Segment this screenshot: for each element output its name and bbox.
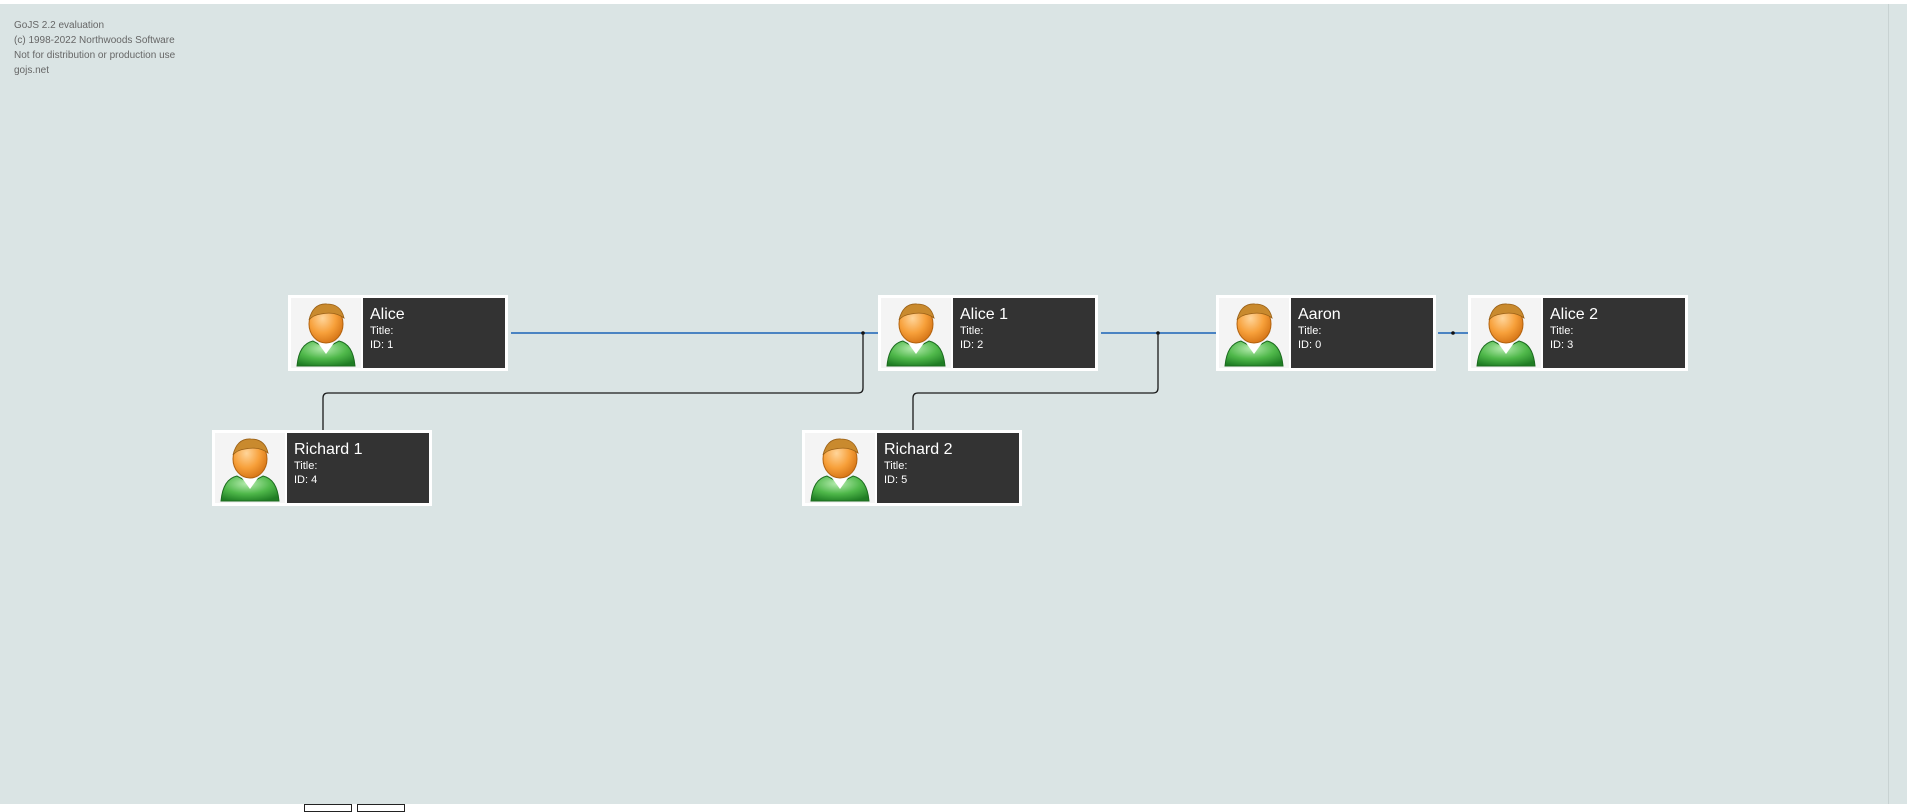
person-id: ID: 3 [1550, 339, 1574, 351]
diagram-canvas[interactable]: GoJS 2.2 evaluation (c) 1998-2022 Northw… [0, 4, 1907, 804]
watermark-line: (c) 1998-2022 Northwoods Software [14, 35, 175, 46]
person-title: Title: [960, 325, 984, 337]
links-layer [322, 331, 1468, 430]
person-photo [805, 433, 875, 503]
marriage-node-dot [1451, 331, 1455, 335]
person-icon [220, 438, 280, 502]
person-icon [296, 303, 356, 367]
person-id: ID: 4 [294, 474, 318, 486]
person-info-panel: Alice 1 Title: ID: 2 [953, 298, 1095, 368]
person-icon [1224, 303, 1284, 367]
person-info-panel: Alice 2 Title: ID: 3 [1543, 298, 1685, 368]
watermark-line: Not for distribution or production use [14, 50, 176, 61]
person-node[interactable]: Aaron Title: ID: 0 [1216, 295, 1436, 371]
person-name: Alice 2 [1550, 306, 1599, 323]
person-photo [881, 298, 951, 368]
person-title: Title: [1298, 325, 1322, 337]
person-node[interactable]: Richard 1 Title: ID: 4 [212, 430, 432, 506]
watermark-line: GoJS 2.2 evaluation [14, 20, 105, 31]
person-title: Title: [884, 460, 908, 472]
person-icon [1476, 303, 1536, 367]
person-id: ID: 1 [370, 339, 394, 351]
person-icon [810, 438, 870, 502]
person-info-panel: Aaron Title: ID: 0 [1291, 298, 1433, 368]
person-photo [1471, 298, 1541, 368]
person-node[interactable]: Alice 1 Title: ID: 2 [878, 295, 1098, 371]
person-title: Title: [1550, 325, 1574, 337]
vertical-scrollbar[interactable] [1888, 4, 1907, 804]
person-node[interactable]: Alice Title: ID: 1 [288, 295, 508, 371]
evaluation-watermark: GoJS 2.2 evaluation (c) 1998-2022 Northw… [14, 18, 175, 78]
person-node[interactable]: Richard 2 Title: ID: 5 [802, 430, 1022, 506]
person-icon [886, 303, 946, 367]
toolbar-button[interactable] [357, 804, 405, 812]
person-info-panel: Richard 1 Title: ID: 4 [287, 433, 429, 503]
parent-child-link[interactable] [322, 333, 864, 430]
person-info-panel: Alice Title: ID: 1 [363, 298, 505, 368]
person-name: Aaron [1298, 306, 1341, 323]
person-id: ID: 5 [884, 474, 908, 486]
person-name: Alice 1 [960, 306, 1009, 323]
person-name: Richard 1 [294, 441, 363, 458]
person-photo [1219, 298, 1289, 368]
person-photo [215, 433, 285, 503]
person-title: Title: [370, 325, 394, 337]
person-node[interactable]: Alice 2 Title: ID: 3 [1468, 295, 1688, 371]
toolbar-button[interactable] [304, 804, 352, 812]
person-photo [291, 298, 361, 368]
parent-child-link[interactable] [912, 333, 1159, 430]
person-id: ID: 0 [1298, 339, 1322, 351]
person-id: ID: 2 [960, 339, 984, 351]
person-title: Title: [294, 460, 318, 472]
person-name: Alice [370, 306, 405, 323]
watermark-line: gojs.net [14, 65, 50, 76]
person-info-panel: Richard 2 Title: ID: 5 [877, 433, 1019, 503]
person-name: Richard 2 [884, 441, 953, 458]
